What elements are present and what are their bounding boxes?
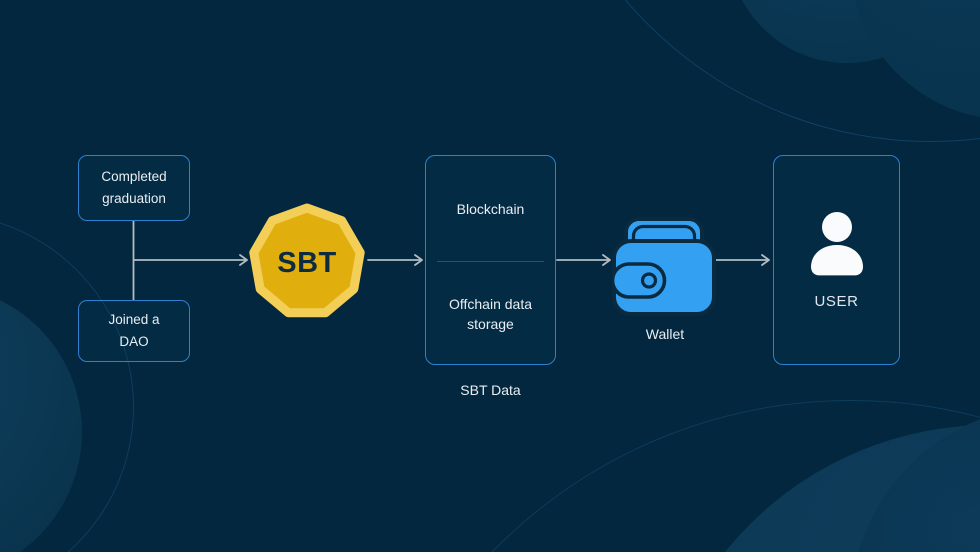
storage-offchain-label: Offchain data storage — [448, 296, 533, 332]
storage-divider — [437, 261, 544, 262]
wallet-caption: Wallet — [645, 326, 685, 342]
sbt-badge: SBT — [247, 203, 367, 321]
node-joined-a-dao: Joined a DAO — [78, 300, 190, 362]
arrowhead-to-storage — [414, 254, 423, 266]
person-icon — [811, 212, 863, 276]
node-user: USER — [773, 155, 900, 365]
arrowhead-to-badge — [239, 254, 248, 266]
storage-blockchain-label: Blockchain — [456, 200, 525, 217]
node-completed-graduation-label: Completed graduation — [101, 169, 167, 206]
user-label: USER — [814, 293, 859, 310]
storage-offchain: Offchain data storage — [426, 262, 555, 366]
nonagon-badge-icon — [249, 203, 365, 318]
wallet — [610, 217, 716, 316]
arrowhead-to-user — [761, 254, 770, 266]
node-sbt-data: Blockchain Offchain data storage — [425, 155, 556, 365]
storage-blockchain: Blockchain — [426, 156, 555, 261]
node-completed-graduation: Completed graduation — [78, 155, 190, 221]
sbt-data-caption: SBT Data — [460, 382, 521, 398]
node-joined-a-dao-label: Joined a DAO — [108, 312, 160, 349]
wallet-icon — [610, 217, 716, 316]
arrowhead-to-wallet — [602, 254, 611, 266]
sbt-badge-label: SBT — [277, 246, 337, 279]
